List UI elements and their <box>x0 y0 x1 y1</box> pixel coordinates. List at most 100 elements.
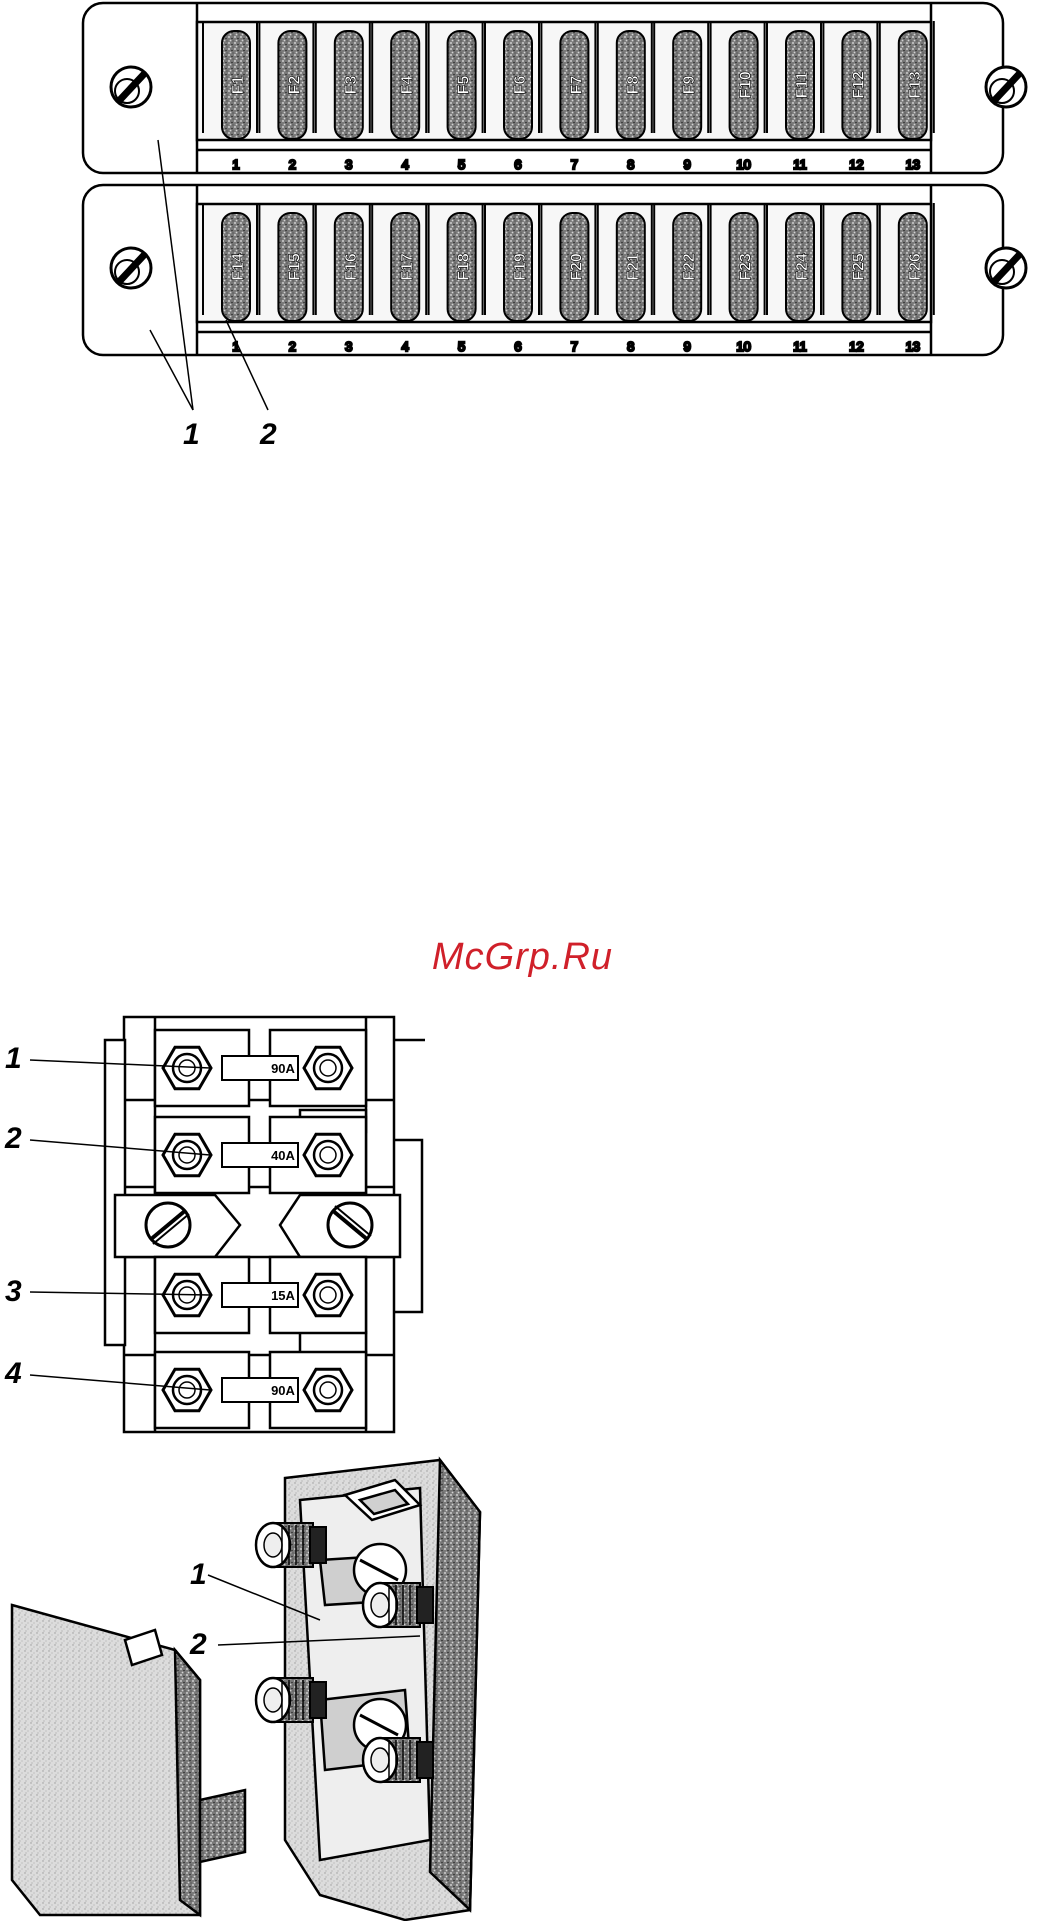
fuse-label: F23 <box>738 253 755 281</box>
fuse-rating: 40A <box>271 1148 295 1163</box>
fuse[interactable]: F6 <box>504 31 532 139</box>
slot-number: 7 <box>571 339 578 354</box>
fuse[interactable]: F5 <box>448 31 476 139</box>
fuse[interactable]: F16 <box>335 213 363 321</box>
fuse[interactable]: F4 <box>391 31 419 139</box>
slot-number: 4 <box>402 339 409 354</box>
slot-number: 8 <box>627 157 634 172</box>
screw-icon <box>111 248 151 288</box>
fuse-rating: 90A <box>271 1061 295 1076</box>
slot-number: 12 <box>849 157 863 172</box>
fuse[interactable]: F20 <box>560 213 588 321</box>
fuse-label: F19 <box>512 253 529 281</box>
fuse[interactable]: F23 <box>730 213 758 321</box>
fuse-panel-top: F11F22F33F44F55F66F77F88F99F1010F1111F12… <box>83 3 1003 173</box>
slot-number: 5 <box>458 339 465 354</box>
fuse[interactable]: F14 <box>222 213 250 321</box>
callout-label: 1 <box>190 1558 207 1592</box>
fuse-label: F15 <box>286 253 303 281</box>
fuse-panel-bottom: F141F152F163F174F185F196F207F218F229F231… <box>83 185 1003 355</box>
fuse[interactable]: F22 <box>673 213 701 321</box>
bolt-icon <box>256 1523 326 1567</box>
fuse-label: F9 <box>681 76 698 95</box>
fuse-label: F1 <box>230 76 247 95</box>
slot-number: 3 <box>345 339 352 354</box>
fuse-rating: 90A <box>271 1383 295 1398</box>
callout-label: 2 <box>5 1122 22 1156</box>
fuse[interactable]: F13 <box>899 31 927 139</box>
fuse[interactable]: F11 <box>786 31 814 139</box>
fuse[interactable]: F15 <box>278 213 306 321</box>
fuse-label: F20 <box>568 253 585 281</box>
fuse-label: F7 <box>568 76 585 95</box>
fuse-label: F16 <box>343 253 360 281</box>
callout-label: 4 <box>5 1357 22 1391</box>
slot-number: 6 <box>514 339 521 354</box>
fuse[interactable]: F19 <box>504 213 532 321</box>
fuse-label: F11 <box>794 72 811 99</box>
slot-number: 10 <box>736 339 750 354</box>
fuse-label: F13 <box>907 71 924 99</box>
fuse-label: F25 <box>850 253 867 281</box>
fuse-label: F22 <box>681 253 698 281</box>
fuse[interactable]: F9 <box>673 31 701 139</box>
slot-number: 13 <box>906 157 920 172</box>
fuse[interactable]: F10 <box>730 31 758 139</box>
watermark: McGrp.Ru <box>0 936 1045 979</box>
nut-icon <box>304 1274 352 1316</box>
slot-number: 11 <box>793 339 807 354</box>
slot-number: 3 <box>345 157 352 172</box>
fuse-label: F2 <box>286 76 303 95</box>
slot-number: 2 <box>289 157 296 172</box>
slot-number: 2 <box>289 339 296 354</box>
slot-number: 12 <box>849 339 863 354</box>
fuse[interactable]: F8 <box>617 31 645 139</box>
bolt-icon <box>363 1583 433 1627</box>
callout-label: 3 <box>5 1275 22 1309</box>
screw-icon <box>146 1203 190 1247</box>
bolt-icon <box>363 1738 433 1782</box>
fuse-label: F21 <box>625 253 642 281</box>
fuse-label: F26 <box>907 253 924 281</box>
fuse-label: F8 <box>625 76 642 95</box>
screw-icon <box>111 67 151 107</box>
callout-label: 2 <box>190 1628 207 1662</box>
fuse[interactable]: F12 <box>842 31 870 139</box>
iso-cover <box>12 1605 245 1915</box>
fuse[interactable]: F17 <box>391 213 419 321</box>
fuse[interactable]: F2 <box>278 31 306 139</box>
slot-number: 7 <box>571 157 578 172</box>
slot-number: 8 <box>627 339 634 354</box>
nut-icon <box>304 1369 352 1411</box>
fuse-label: F10 <box>738 71 755 99</box>
screw-icon <box>986 248 1026 288</box>
slot-number: 10 <box>736 157 750 172</box>
fuse-label: F6 <box>512 76 529 95</box>
fuse-label: F4 <box>399 76 416 95</box>
fuse[interactable]: F1 <box>222 31 250 139</box>
slot-number: 13 <box>906 339 920 354</box>
fuse-label: F14 <box>230 253 247 281</box>
fuse-label: F5 <box>456 76 473 95</box>
fuse-label: F24 <box>794 253 811 281</box>
screw-icon <box>328 1203 372 1247</box>
fuse[interactable]: F25 <box>842 213 870 321</box>
slot-number: 1 <box>232 157 239 172</box>
nut-icon <box>304 1047 352 1089</box>
fuse-label: F3 <box>343 76 360 95</box>
bolt-icon <box>256 1678 326 1722</box>
callout-label: 1 <box>5 1042 22 1076</box>
fuse[interactable]: F21 <box>617 213 645 321</box>
callout-label: 1 <box>183 418 200 452</box>
fuse[interactable]: F26 <box>899 213 927 321</box>
slot-number: 5 <box>458 157 465 172</box>
fuse[interactable]: F24 <box>786 213 814 321</box>
fuse-label: F18 <box>456 253 473 281</box>
slot-number: 6 <box>514 157 521 172</box>
fuse[interactable]: F7 <box>560 31 588 139</box>
slot-number: 9 <box>684 339 691 354</box>
fuse[interactable]: F3 <box>335 31 363 139</box>
fuse[interactable]: F18 <box>448 213 476 321</box>
slot-number: 11 <box>793 157 807 172</box>
nut-icon <box>304 1134 352 1176</box>
